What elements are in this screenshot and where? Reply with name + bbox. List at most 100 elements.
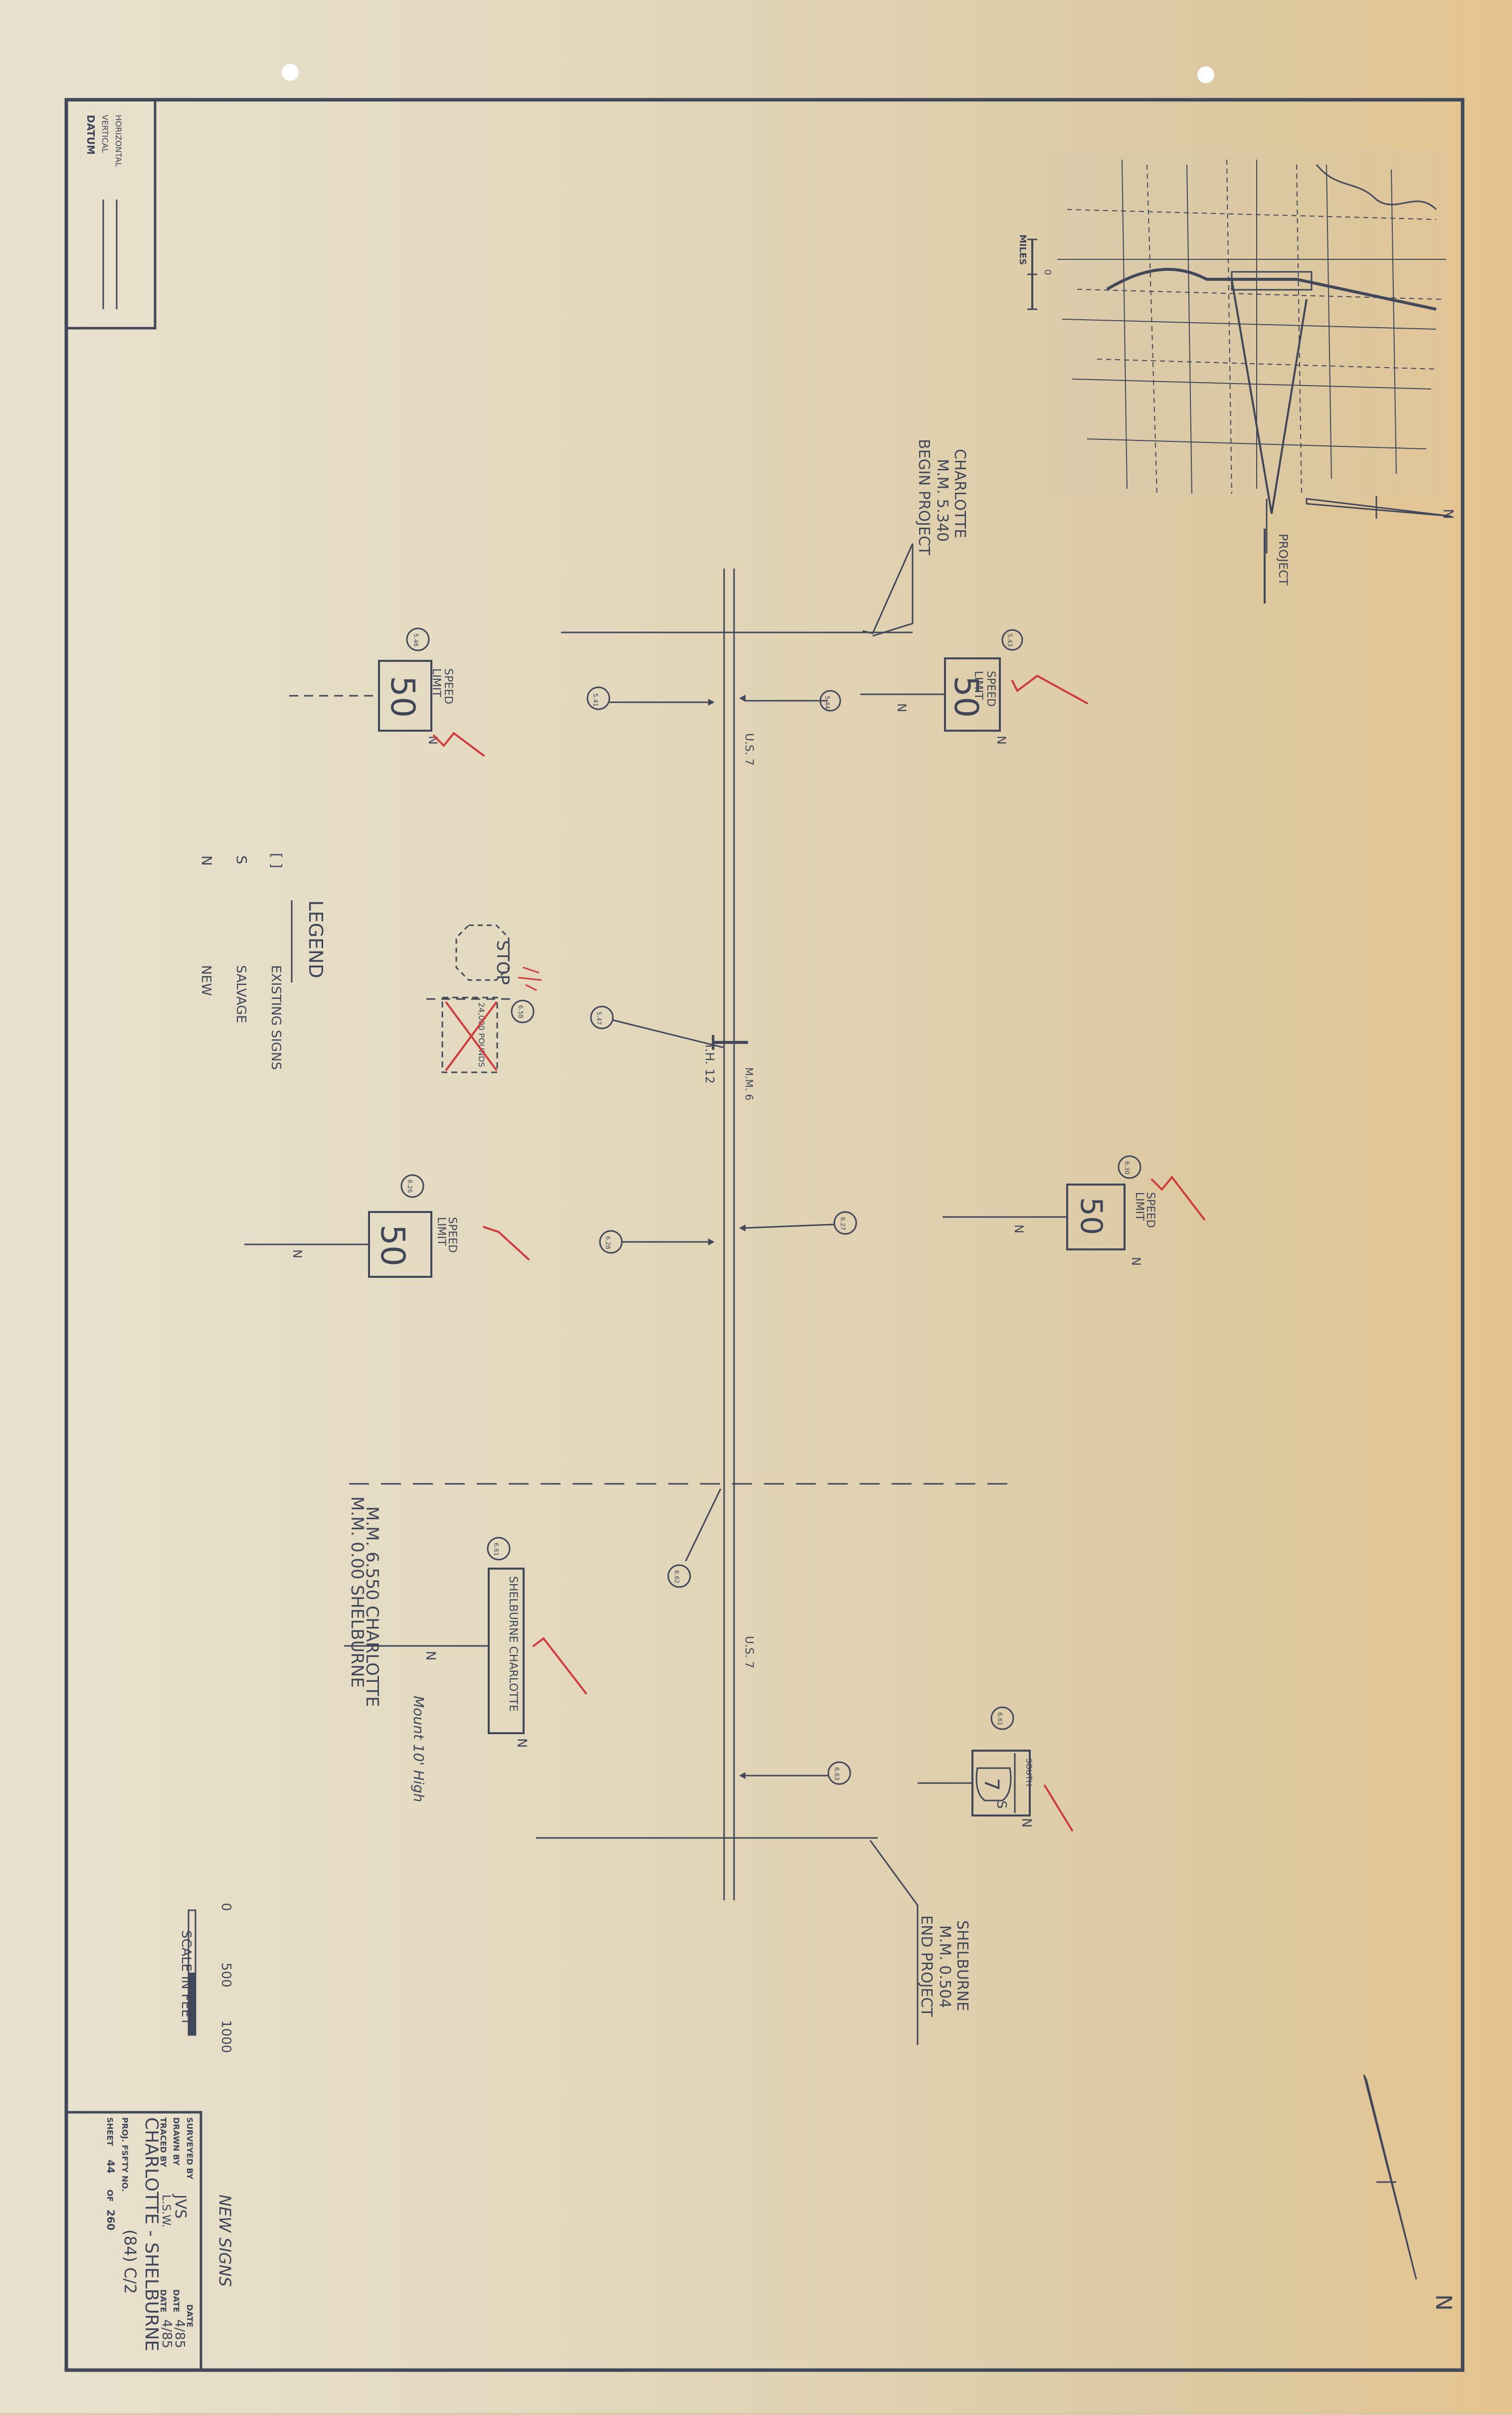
route-label-top: U.S. 7 — [743, 733, 755, 766]
speed-text-544b: LIMIT — [972, 671, 984, 700]
tb-sheet-label: SHEET — [105, 2117, 115, 2146]
title-block: SURVEYED BY DATE DRAWN BY JVS DATE 4/85 … — [65, 2111, 234, 2372]
tb-of-label: OF — [105, 2190, 115, 2202]
sign-speed-limit-541: 5.41 SPEED LIMIT 50 5.46 N — [289, 627, 715, 757]
new-mark-627-post: N — [1012, 1224, 1026, 1233]
begin-project-label: CHARLOTTE M.M. 5.340 BEGIN PROJECT — [862, 439, 968, 637]
tb-proj-no: (84) C/2 — [121, 2229, 140, 2294]
legend-title: LEGEND — [305, 900, 327, 978]
tb-sheet-no: 44 — [105, 2160, 117, 2174]
begin-project-line1: CHARLOTTE — [951, 449, 968, 538]
sign-speed-limit-544: 5.44 SPEED LIMIT 50 5.43 N N — [739, 629, 1088, 745]
tb-surveyed-label: SURVEYED BY — [185, 2117, 194, 2180]
legend-new-symbol: N — [198, 855, 215, 866]
punch-hole-left — [282, 64, 299, 81]
new-mark-town-post: N — [423, 1651, 438, 1660]
legend-existing-text: EXISTING SIGNS — [268, 965, 283, 1070]
speed-value-628: 50 — [374, 1224, 412, 1266]
salvage-mark-shield: S — [994, 1801, 1009, 1809]
ref-label-543: 5.43 — [1006, 633, 1013, 647]
ref-label-662: 6.62 — [673, 1570, 680, 1584]
datum-box: DATUM VERTICAL HORIZONTAL — [65, 98, 157, 330]
speed-value-544: 50 — [947, 676, 985, 718]
legend: LEGEND [ ] EXISTING SIGNS S SALVAGE N NE… — [198, 853, 327, 1070]
legend-existing-symbol: [ ] — [268, 853, 285, 868]
datum-vertical-label: VERTICAL — [100, 115, 110, 153]
ref-label-661: 6.61 — [493, 1543, 500, 1556]
end-project-line2: M.M. 0.504 — [936, 1925, 953, 2008]
end-project-line1: SHELBURNE — [953, 1920, 971, 2011]
scale-500: 500 — [218, 1963, 233, 1988]
tb-sheet-title: NEW SIGNS — [215, 2195, 234, 2287]
legend-new-text: NEW — [198, 965, 213, 996]
town-line-label-2: M.M. 0.00 SHELBURNE — [347, 1496, 367, 1688]
legend-salvage-text: SALVAGE — [233, 965, 248, 1023]
speed-text-541b: LIMIT — [430, 668, 442, 697]
end-project-label: SHELBURNE M.M. 0.504 END PROJECT — [869, 1840, 971, 2045]
tb-traced-date-label: DATE — [159, 2289, 168, 2312]
legend-salvage-symbol: S — [233, 855, 250, 864]
tb-traced-by: L.S.W. — [160, 2195, 172, 2227]
tb-traced-date: 4/85 — [159, 2319, 174, 2348]
ref-label-544: 5.44 — [824, 696, 831, 709]
new-mark-544: N — [994, 736, 1008, 745]
tb-traced-label: TRACED BY — [159, 2117, 168, 2167]
speed-text-627b: LIMIT — [1133, 1192, 1145, 1221]
tb-proj-no-label: PROJ. FSFTY NO. — [120, 2117, 130, 2192]
us7-roadway: U.S. 7 U.S. 7 M.M. 6 T.H. 12 M.M. 6.550 … — [347, 569, 1012, 1900]
map-scale-label: MILES — [1017, 234, 1028, 265]
ref-label-541: 5.41 — [592, 693, 599, 707]
ref-label-628: 6.28 — [604, 1236, 611, 1249]
new-mark-town: N — [514, 1738, 529, 1748]
ref-label-626: 6.26 — [406, 1180, 413, 1193]
ref-label-658: 6.58 — [517, 1005, 524, 1018]
new-mark-627: N — [1129, 1257, 1143, 1266]
weight-limit-text: 24,000 POUNDS — [477, 1003, 486, 1067]
map-scale-zero: 0 — [1042, 269, 1053, 275]
new-mark-628: N — [290, 1249, 304, 1258]
scale-0: 0 — [218, 1903, 233, 1911]
ref-label-547: 5.47 — [595, 1011, 602, 1025]
mount-note: Mount 10' High — [410, 1696, 427, 1802]
begin-project-line3: BEGIN PROJECT — [915, 439, 933, 556]
town-line-label-1: M.M. 6.550 CHARLOTTE — [362, 1506, 382, 1707]
north-arrow-label: N — [1431, 2294, 1456, 2311]
town-highway-label: T.H. 12 — [703, 1042, 717, 1084]
tb-drawn-date: 4/85 — [172, 2319, 187, 2348]
mile-marker-label: M.M. 6 — [743, 1067, 755, 1100]
begin-project-line2: M.M. 5.340 — [934, 459, 951, 542]
speed-text-541a: SPEED — [442, 668, 454, 704]
route-dir-text: SOUTH — [1024, 1758, 1034, 1786]
tb-project-name: CHARLOTTE - SHELBURNE — [141, 2117, 162, 2351]
route-label-bottom: U.S. 7 — [743, 1636, 755, 1668]
map-north-arrow: N — [1440, 509, 1457, 519]
speed-text-628a: SPEED — [446, 1217, 458, 1253]
sign-speed-limit-628: 6.28 SPEED LIMIT 50 6.26 N — [244, 1174, 715, 1278]
sign-stop-weight: 5.47 STOP 24,000 POUNDS 6.58 — [426, 924, 724, 1073]
end-project-line3: END PROJECT — [918, 1915, 935, 2017]
punch-hole-right — [1197, 66, 1214, 83]
ref-label-661b: 6.61 — [996, 1712, 1003, 1726]
ref-label-546: 5.46 — [412, 633, 419, 647]
tb-drawn-label: DRAWN BY — [172, 2117, 181, 2166]
location-map: MILES 0 PROJECT N — [1017, 150, 1457, 604]
tb-sheet-total: 260 — [105, 2210, 117, 2230]
scale-1000: 1000 — [218, 2020, 233, 2053]
new-mark-544-post: N — [895, 703, 909, 712]
north-arrow: N — [1363, 2074, 1456, 2311]
ref-label-630: 6.30 — [1124, 1161, 1131, 1175]
speed-text-544a: SPEED — [984, 671, 997, 707]
scale-caption: SCALE IN FEET — [179, 1930, 193, 2025]
sign-speed-limit-627: 6.27 SPEED LIMIT 50 6.30 N N — [739, 1155, 1205, 1266]
speed-text-627a: SPEED — [1144, 1192, 1156, 1228]
tb-date-label: DATE — [185, 2304, 194, 2327]
datum-horizontal-label: HORIZONTAL — [114, 115, 123, 167]
datum-title: DATUM — [85, 115, 97, 155]
tb-drawn-date-label: DATE — [172, 2289, 181, 2312]
sheet-border — [64, 98, 1465, 2372]
tb-drawn-by: JVS — [172, 2194, 189, 2218]
new-mark-shield: N — [1019, 1818, 1034, 1827]
ref-label-627: 6.27 — [839, 1217, 846, 1230]
